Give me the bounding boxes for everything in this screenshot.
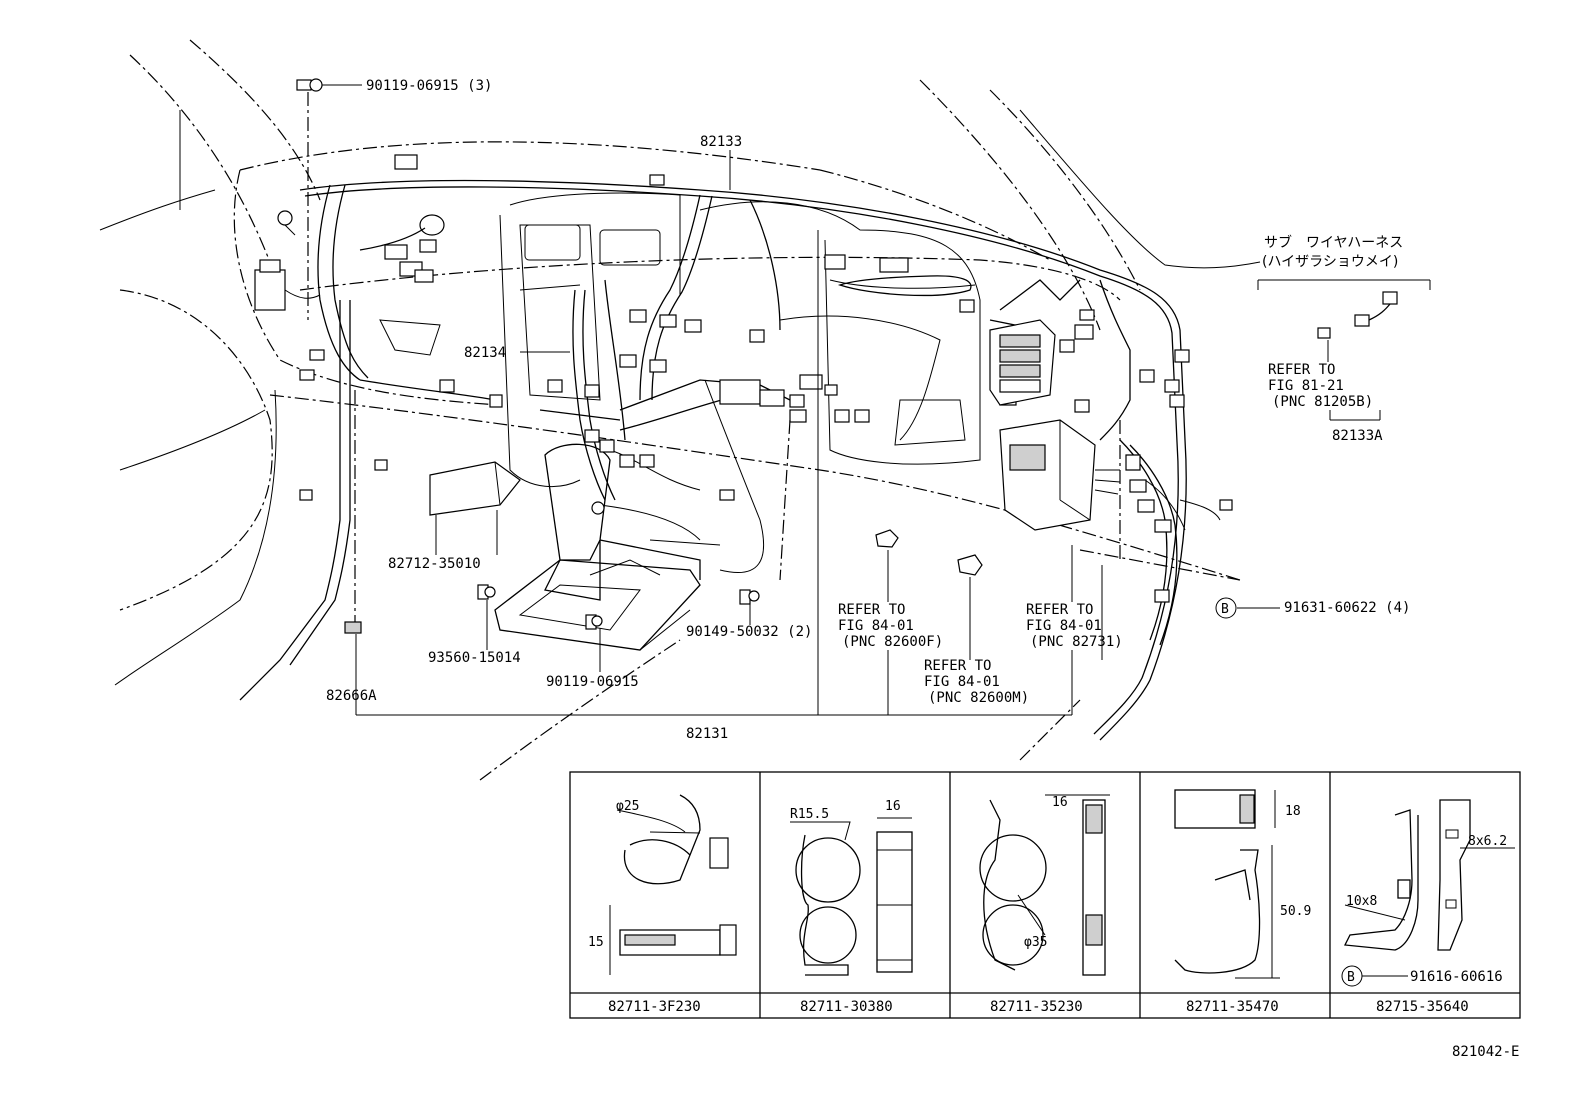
clip5-part-no: 82715-35640	[1376, 999, 1469, 1015]
label-bolt-top: 90119-06915 (3)	[366, 78, 492, 94]
sub-harness-refer-line2: FIG 81-21	[1268, 378, 1344, 394]
clip4-dim-length: 50.9	[1280, 904, 1311, 919]
clip2-part-no: 82711-30380	[800, 999, 893, 1015]
label-90119-bottom: 90119-06915	[546, 674, 639, 690]
cover-part	[429, 461, 521, 516]
junction-block	[989, 319, 1056, 406]
clip2-dim-width: 16	[885, 799, 901, 814]
body-outline	[99, 39, 1261, 781]
label-90149: 90149-50032 (2)	[686, 624, 812, 640]
left-components	[254, 210, 445, 311]
clip5-circle-b-label: B	[1347, 970, 1355, 985]
clip5-dim-slot: 8x6.2	[1468, 834, 1507, 849]
part-labels: 90119-06915 (3) 82133 82134 82712-35010 …	[326, 78, 1519, 1060]
clip4-part-no: 82711-35470	[1186, 999, 1279, 1015]
sub-harness-jp-line1: サブ ワイヤハーネス	[1264, 234, 1403, 251]
circle-b-marker	[1215, 597, 1237, 619]
clip-drawing-2	[790, 817, 913, 976]
clip1-dim-diameter: φ25	[616, 799, 639, 814]
refer-82600M-line1: REFER TO	[924, 658, 991, 674]
refer-82600F-line3: (PNC 82600F)	[842, 634, 943, 650]
figure-id: 821042-E	[1452, 1044, 1519, 1060]
clip4-dim-height: 18	[1285, 804, 1301, 819]
clip-drawing-3	[979, 794, 1110, 976]
clip5-dim-hole: 10x8	[1346, 894, 1377, 909]
label-82133A: 82133A	[1332, 428, 1383, 444]
circle-b-label: B	[1221, 602, 1229, 617]
clip3-dim-width: 16	[1052, 795, 1068, 810]
clip-table: φ25 15 82711-3F230 R15.5 16 82711-30380	[569, 771, 1521, 1019]
clip3-part-no: 82711-35230	[990, 999, 1083, 1015]
refer-clips	[875, 454, 1141, 576]
clip-drawing-5	[1343, 799, 1515, 951]
clip1-dim-height: 15	[588, 935, 604, 950]
clip1-part-no: 82711-3F230	[608, 999, 701, 1015]
ecu-module	[999, 419, 1121, 531]
leader-lines	[307, 84, 1431, 716]
sub-harness-refer-line1: REFER TO	[1268, 362, 1335, 378]
refer-82731-line2: FIG 84-01	[1026, 618, 1102, 634]
label-91631: 91631-60622 (4)	[1284, 600, 1410, 616]
refer-82600M-line2: FIG 84-01	[924, 674, 1000, 690]
clip5-fastener: 91616-60616	[1410, 969, 1503, 985]
label-82666A: 82666A	[326, 688, 377, 704]
label-82134: 82134	[464, 345, 506, 361]
refer-82600F-line2: FIG 84-01	[838, 618, 914, 634]
bolts	[296, 78, 760, 634]
center-console	[494, 443, 701, 651]
sub-harness-refer-line3: (PNC 81205B)	[1272, 394, 1373, 410]
sub-harness-drawing	[1317, 291, 1398, 339]
sub-harness-jp-line2: (ハイザラショウメイ)	[1262, 254, 1398, 270]
clip-drawing-1	[609, 794, 737, 975]
refer-82600F-line1: REFER TO	[838, 602, 905, 618]
label-93560: 93560-15014	[428, 650, 521, 666]
clip3-dim-diameter: φ35	[1024, 935, 1047, 950]
refer-82731-line1: REFER TO	[1026, 602, 1093, 618]
clip2-dim-radius: R15.5	[790, 807, 829, 822]
clip-drawing-4	[1174, 789, 1280, 979]
label-82712: 82712-35010	[388, 556, 481, 572]
label-82133: 82133	[700, 134, 742, 150]
connectors	[299, 154, 1233, 603]
refer-82731-line3: (PNC 82731)	[1030, 634, 1123, 650]
label-82131: 82131	[686, 726, 728, 742]
refer-82600M-line3: (PNC 82600M)	[928, 690, 1029, 706]
